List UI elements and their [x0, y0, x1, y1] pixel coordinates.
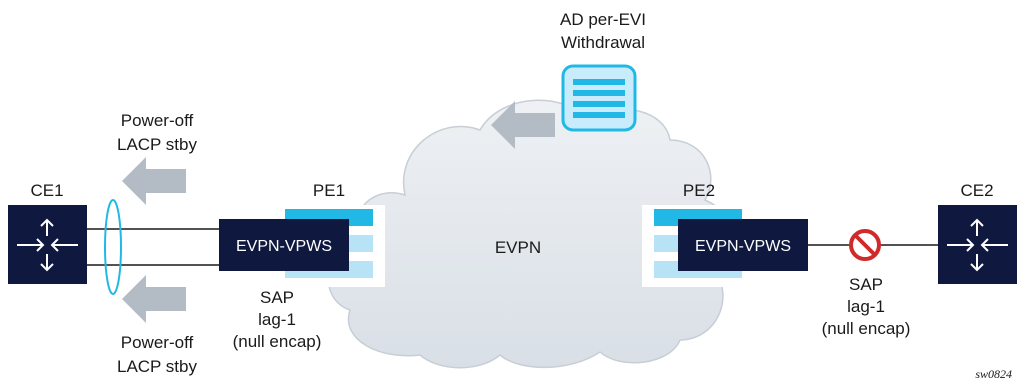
sap-pe1-line3: (null encap): [233, 332, 322, 351]
standby-arrow-bottom-icon: [122, 275, 186, 323]
withdrawal-arrow-icon: [491, 101, 555, 149]
message-label-line1: AD per-EVI: [560, 10, 646, 29]
pe1-node[interactable]: [219, 205, 385, 287]
sap-pe2-line2: lag-1: [847, 297, 885, 316]
lacp-bottom-line1: Power-off: [121, 333, 194, 352]
pe2-service-label: EVPN-VPWS: [695, 238, 791, 255]
ce2-router-icon[interactable]: [938, 205, 1017, 284]
sap-pe1-line1: SAP: [260, 288, 294, 307]
ce2-label: CE2: [960, 181, 993, 200]
cloud-label: EVPN: [495, 238, 541, 257]
figure-id: sw0824: [975, 367, 1012, 381]
message-icon[interactable]: [561, 64, 637, 132]
pe1-service-label: EVPN-VPWS: [236, 238, 332, 255]
message-label-line2: Withdrawal: [561, 33, 645, 52]
sap-pe2-line1: SAP: [849, 275, 883, 294]
lag-ellipse: [104, 199, 122, 295]
pe1-label: PE1: [313, 181, 345, 200]
lacp-bottom-line2: LACP stby: [117, 357, 198, 376]
sap-pe1-line2: lag-1: [258, 310, 296, 329]
lacp-top-line2: LACP stby: [117, 135, 198, 154]
pe2-node[interactable]: [642, 205, 808, 287]
sap-pe2-line3: (null encap): [822, 319, 911, 338]
ce1-label: CE1: [30, 181, 63, 200]
ce1-router-icon[interactable]: [8, 205, 87, 284]
pe2-label: PE2: [683, 181, 715, 200]
blocked-icon: [849, 229, 881, 261]
lacp-top-line1: Power-off: [121, 111, 194, 130]
standby-arrow-top-icon: [122, 157, 186, 205]
